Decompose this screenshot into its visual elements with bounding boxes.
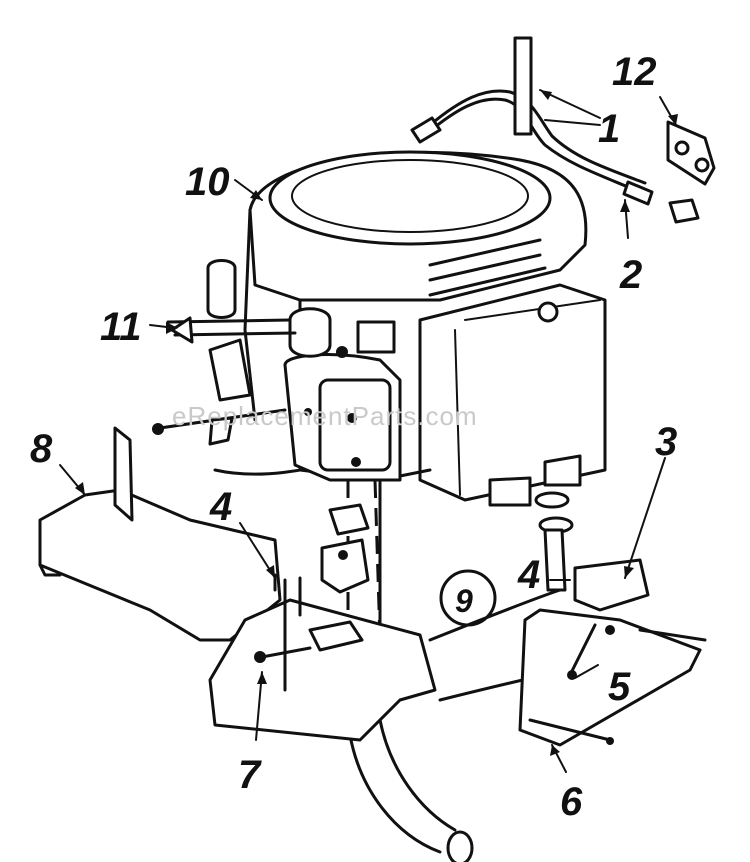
callout-4-left: 4 (209, 485, 232, 529)
callout-8: 8 (30, 427, 53, 471)
callout-5: 5 (608, 665, 631, 709)
callout-7: 7 (238, 753, 262, 797)
callout-4-right: 4 (517, 553, 540, 597)
callout-labels: 1 2 3 4 4 5 6 7 8 9 10 11 12 (30, 50, 677, 824)
callout-2: 2 (619, 253, 642, 297)
callout-11: 11 (100, 305, 142, 349)
callout-6: 6 (560, 780, 583, 824)
callout-1: 1 (598, 107, 620, 151)
mounting-bolt-left (152, 408, 287, 446)
left-shield (38, 426, 282, 642)
leader-lines (59, 89, 678, 773)
callout-10: 10 (185, 160, 230, 204)
fuel-line (410, 36, 700, 224)
callout-9: 9 (455, 583, 473, 619)
bracket-part-12 (666, 120, 716, 186)
callout-12: 12 (612, 50, 657, 94)
exhaust-pipe (348, 718, 474, 862)
linkage (320, 479, 382, 641)
engine (206, 150, 607, 507)
muffler-box (208, 573, 437, 742)
watermark-text: eReplacementParts.com (172, 401, 478, 431)
callout-3: 3 (655, 420, 677, 464)
throttle-cable (166, 316, 297, 344)
